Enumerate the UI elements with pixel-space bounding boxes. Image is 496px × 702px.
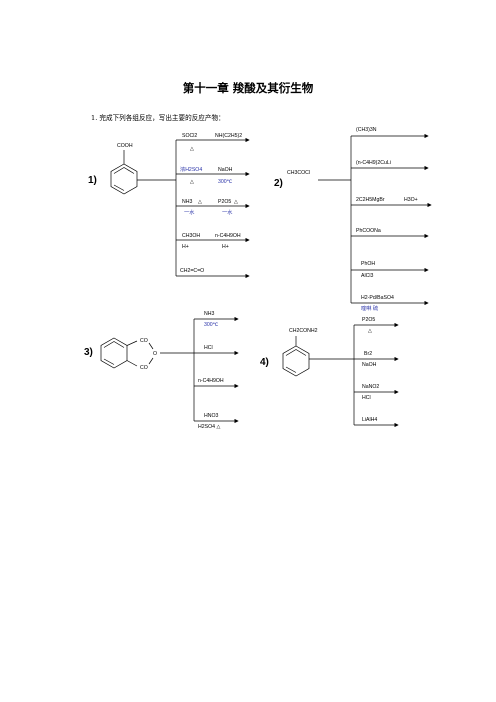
r2-b1-reagent: (CH3)3N: [356, 127, 377, 133]
r1-b3-reagent-2: P2O5: [218, 199, 231, 205]
reaction-3-phthalic-anhydride: [100, 316, 239, 424]
substrate-phenylacetamide: CH2CONH2: [289, 328, 318, 334]
r4-b3-condition: HCl: [362, 395, 371, 401]
r1-b2-reagent-1: 浓H2SO4: [180, 165, 202, 173]
r1-b3-heat-2: △: [234, 199, 238, 205]
r3-b2-reagent: HCl: [204, 345, 213, 351]
r4-b2-condition: NaOH: [362, 362, 377, 368]
r1-b3-heat-1: △: [198, 199, 202, 205]
r2-b3-reagent-1: 2C2H5MgBr: [356, 197, 385, 203]
r1-b4-catalyst-1: H+: [182, 244, 189, 250]
r1-b5-reagent: CH2=C=O: [180, 268, 204, 274]
label-reaction-1: 1): [88, 175, 97, 186]
r3-b1-reagent: NH3: [204, 311, 214, 317]
chapter-title: 第十一章 羧酸及其衍生物: [182, 81, 314, 95]
r2-b5-catalyst: AlCl3: [361, 273, 374, 279]
reaction-4-phenylacetamide: [282, 322, 399, 428]
r1-b4-reagent-1: CH3OH: [182, 233, 200, 239]
label-reaction-4: 4): [260, 357, 269, 368]
substrate-acetyl-chloride: CH3COCl: [287, 170, 310, 176]
r1-b2-condition-2: 300℃: [218, 179, 233, 185]
question-text: 1. 完成下列各组反应，写出主要的反应产物：: [91, 114, 225, 122]
benzene-ring-4: [282, 345, 310, 377]
r1-b3-reagent-1: NH3: [182, 199, 192, 205]
r1-b2-heat: △: [190, 179, 194, 185]
reaction-2-acetyl-chloride: [318, 133, 432, 306]
r1-b1-reagent-1: SOCl2: [182, 133, 197, 139]
r1-b4-reagent-2: n-C4H9OH: [215, 233, 241, 239]
r3-b3-reagent: n-C4H9OH: [198, 378, 224, 384]
r4-b2-reagent: Br2: [364, 351, 372, 357]
substrate-cooh: COOH: [117, 143, 133, 149]
label-reaction-3: 3): [84, 347, 93, 358]
benzene-ring-3: [100, 337, 128, 369]
r1-b2-reagent-2: NaOH: [218, 167, 233, 173]
r4-b4-reagent: LiAlH4: [362, 417, 377, 423]
r1-b1-heat: △: [190, 146, 194, 152]
r2-b6-condition: 喹啉 硫: [361, 304, 378, 312]
r2-b3-reagent-2: H3O+: [404, 197, 418, 203]
label-reaction-2: 2): [274, 178, 283, 189]
anhydride-co-bottom: CO: [140, 365, 148, 371]
r2-b4-reagent: PhCOONa: [356, 228, 381, 234]
r2-b6-reagent: H2-Pd/BaSO4: [361, 295, 394, 301]
r3-b4-condition: H2SO4 △: [198, 424, 220, 430]
r1-b3-condition-2: 一水: [222, 208, 233, 216]
r1-b4-catalyst-2: H+: [222, 244, 229, 250]
benzene-ring-1: [110, 163, 138, 195]
r4-b3-reagent: NaNO2: [362, 384, 379, 390]
r3-b1-condition: 300℃: [204, 322, 219, 328]
r2-b5-reagent: PhOH: [361, 261, 375, 267]
r4-b1-reagent: P2O5: [362, 317, 375, 323]
r1-b1-reagent-2: NH(C2H5)2: [215, 133, 242, 139]
reaction-1-benzoic-acid: [110, 137, 250, 279]
r4-b1-heat: △: [368, 328, 372, 334]
anhydride-o: O: [153, 351, 157, 357]
r2-b2-reagent: (n-C4H9)2CuLi: [356, 160, 391, 166]
r1-b3-condition-1: 一水: [184, 208, 195, 216]
r3-b4-reagent: HNO3: [204, 413, 219, 419]
anhydride-co-top: CO: [140, 338, 148, 344]
